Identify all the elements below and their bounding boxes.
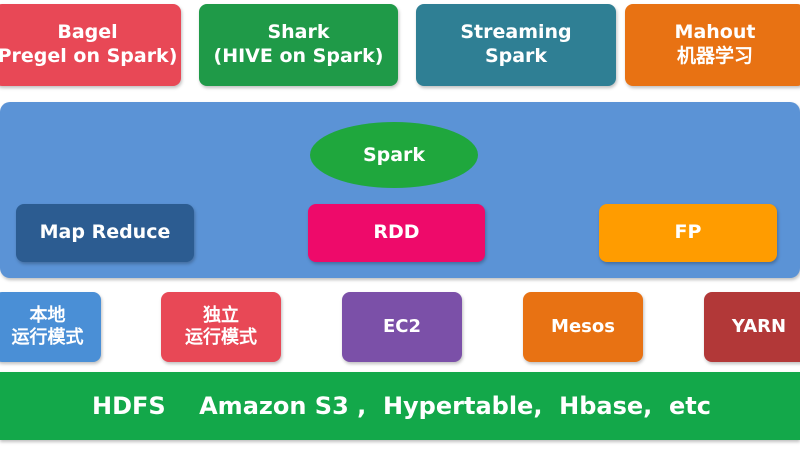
storage-layer: HDFS Amazon S3 , Hypertable, Hbase, etc xyxy=(0,372,800,440)
fp-label: FP xyxy=(674,221,702,244)
mahout-subtitle: 机器学习 xyxy=(676,45,753,67)
mesos-label: Mesos xyxy=(551,315,615,337)
storage-label: HDFS Amazon S3 , Hypertable, Hbase, etc xyxy=(92,392,711,420)
ec2-box: EC2 xyxy=(342,292,462,362)
local-mode-line1: 本地 xyxy=(29,304,66,326)
spark-ellipse: Spark xyxy=(310,122,478,188)
streaming-subtitle: Spark xyxy=(484,45,548,67)
standalone-mode-line1: 独立 xyxy=(203,304,239,326)
shark-box: Shark (HIVE on Spark) xyxy=(199,4,398,86)
local-mode-box: 本地 运行模式 xyxy=(0,292,101,362)
ec2-label: EC2 xyxy=(382,315,422,337)
standalone-mode-line2: 运行模式 xyxy=(185,327,257,348)
spark-label: Spark xyxy=(362,144,426,166)
yarn-box: YARN xyxy=(704,292,800,362)
streaming-title: Streaming xyxy=(460,21,572,44)
bagel-subtitle: Pregel on Spark) xyxy=(0,45,178,67)
shark-title: Shark xyxy=(267,21,330,44)
shark-subtitle: (HIVE on Spark) xyxy=(213,45,384,67)
map-reduce-label: Map Reduce xyxy=(39,221,171,244)
fp-box: FP xyxy=(599,204,777,262)
streaming-box: Streaming Spark xyxy=(416,4,616,86)
rdd-box: RDD xyxy=(308,204,485,262)
map-reduce-box: Map Reduce xyxy=(16,204,194,262)
mesos-box: Mesos xyxy=(523,292,643,362)
local-mode-line2: 运行模式 xyxy=(11,327,84,348)
bagel-title: Bagel xyxy=(57,21,118,44)
standalone-mode-box: 独立 运行模式 xyxy=(161,292,281,362)
mahout-box: Mahout 机器学习 xyxy=(625,4,800,86)
rdd-label: RDD xyxy=(373,221,420,244)
yarn-label: YARN xyxy=(731,315,787,337)
mahout-title: Mahout xyxy=(674,21,756,44)
bagel-box: Bagel Pregel on Spark) xyxy=(0,4,181,86)
